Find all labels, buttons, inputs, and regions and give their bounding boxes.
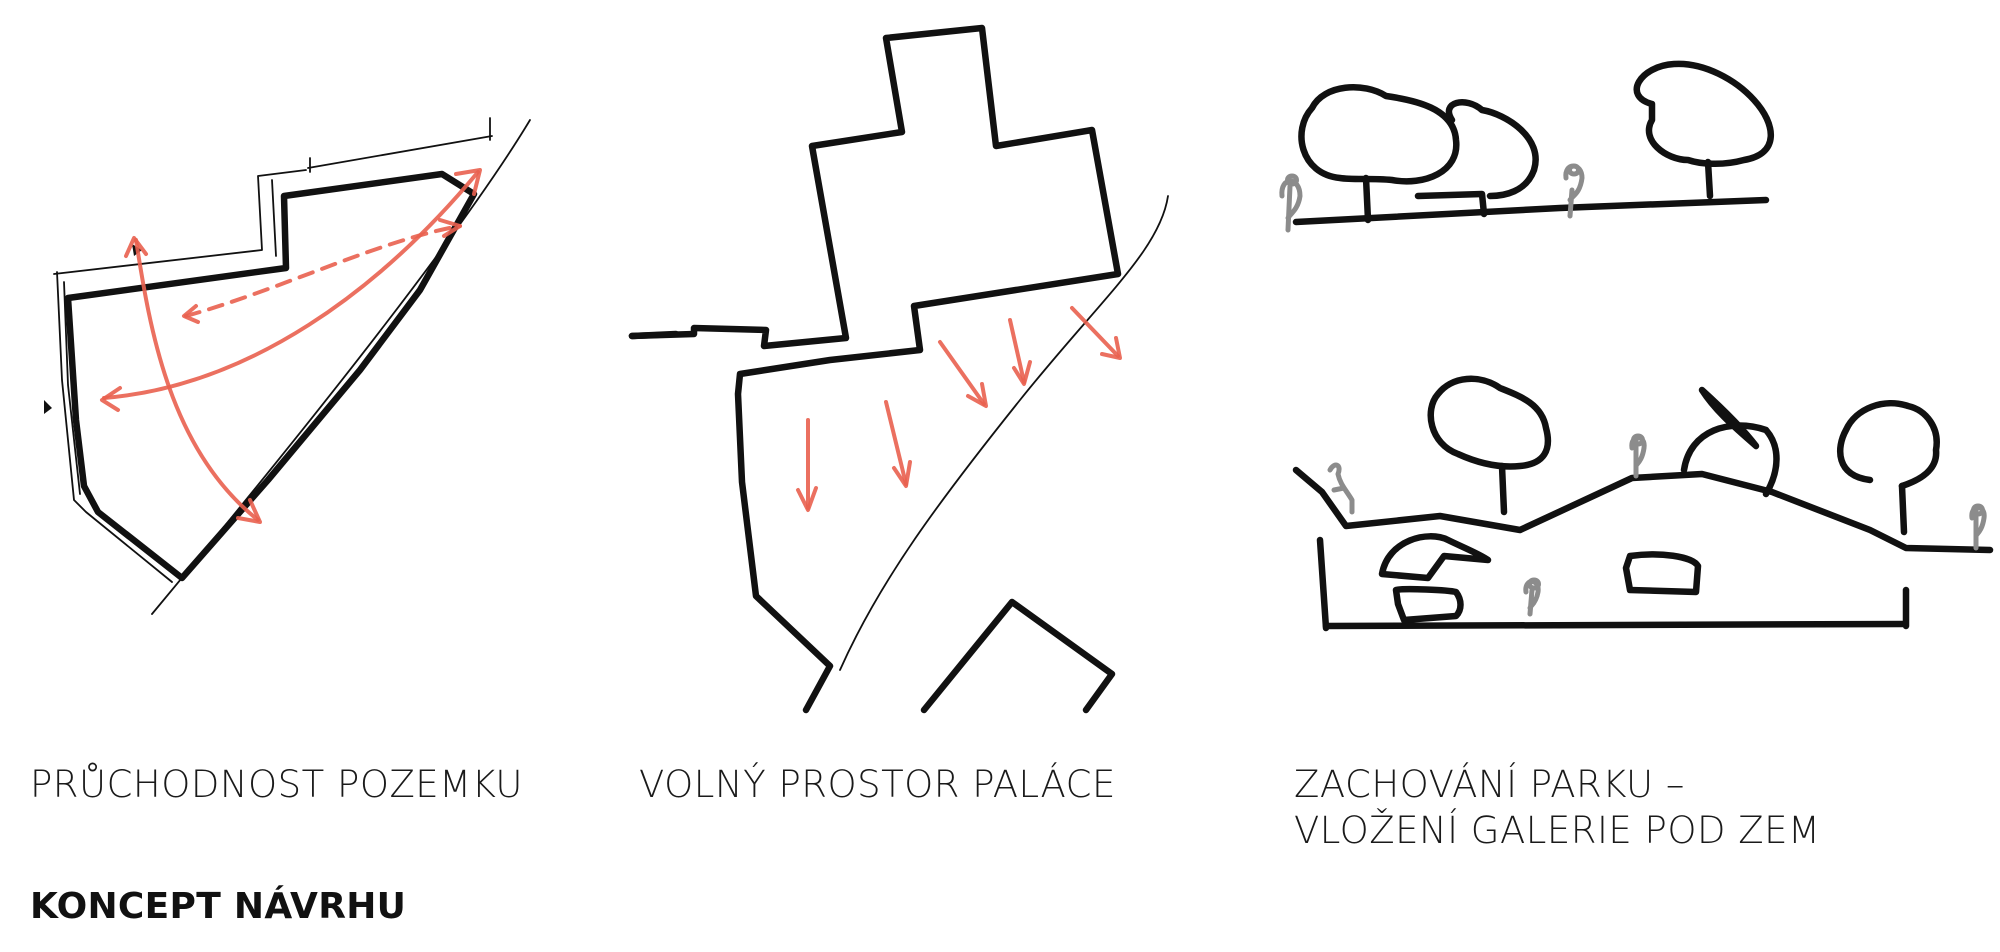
path-diagonal-arrowhead-end [454, 168, 482, 196]
diagram-underground-gallery-section [1292, 375, 1994, 632]
tree-crown-5 [1837, 400, 1940, 490]
path-vertical [134, 238, 260, 522]
entrance-marker [44, 400, 52, 414]
diagram-site-permeability [44, 117, 531, 615]
lower-building-outline [920, 598, 1116, 714]
caption-line-1: ZACHOVÁNÍ PARKU – [1294, 763, 1685, 806]
arrow-space-2-head [892, 460, 912, 488]
tree-branch-2 [1414, 190, 1488, 218]
tree-trunk-1 [1362, 174, 1372, 224]
path-dashed-arrowhead-start [182, 304, 200, 324]
arrow-space-1-head [796, 486, 818, 512]
person-figure-1 [1279, 173, 1303, 233]
caption-line-2: VLOŽENÍ GALERIE POD ZEM [1294, 809, 1821, 853]
gallery-floor [1322, 620, 1908, 630]
arrow-space-5-head [1100, 336, 1122, 360]
tree-trunk-5 [1898, 482, 1908, 536]
caption-site-permeability: PRŮCHODNOST POZEMKU [30, 762, 523, 808]
tree-trunk-3 [1704, 158, 1714, 200]
tree-crown-3 [1633, 60, 1774, 167]
path-vertical-arrowhead-end [236, 498, 262, 524]
gallery-wall-left [1316, 536, 1330, 632]
site-outline [64, 170, 478, 582]
caption-line: PRŮCHODNOST POZEMKU [30, 763, 523, 806]
palace-outline [628, 24, 1122, 714]
arrow-space-3-head [966, 382, 988, 408]
tree-crown-4 [1427, 375, 1552, 470]
palace-ground-left [628, 330, 680, 340]
tree-trunk-4 [1498, 462, 1508, 516]
path-dashed [184, 224, 462, 318]
caption-palace-free-space: VOLNÝ PROSTOR PALÁCE [639, 762, 1116, 808]
gallery-object-small [1392, 585, 1464, 624]
path-vertical-arrowhead-start [124, 236, 148, 258]
arrow-space-4-head [1012, 360, 1032, 386]
caption-park-and-gallery: ZACHOVÁNÍ PARKU – VLOŽENÍ GALERIE POD ZE… [1294, 762, 1820, 855]
person-figure-4 [1629, 433, 1647, 479]
person-figure-3 [1327, 462, 1355, 515]
diagram-park-section [1279, 60, 1774, 233]
boundary-line-top [53, 169, 307, 275]
street-curve [839, 195, 1169, 671]
boundary-line-left-outer [63, 281, 81, 495]
boundary-line-top-right [307, 135, 493, 169]
diagram-palace-free-space [628, 24, 1169, 714]
gallery-canopy-object [1378, 533, 1492, 582]
arrow-space-4 [1008, 318, 1026, 384]
person-figure-2 [1563, 163, 1585, 219]
arrow-space-2 [884, 400, 908, 486]
path-diagonal-arrowhead-start [100, 386, 122, 412]
arrow-space-5 [1070, 306, 1120, 358]
person-figure-5 [1969, 503, 1987, 551]
boundary-tick-3 [271, 179, 277, 257]
arrow-space-3 [938, 340, 986, 406]
tree-crown-2 [1445, 99, 1539, 200]
person-figure-6 [1523, 577, 1541, 617]
gallery-bench-object [1622, 551, 1702, 596]
caption-line: VOLNÝ PROSTOR PALÁCE [639, 763, 1116, 806]
tree-crown-1 [1298, 84, 1460, 185]
boundary-line-left [56, 271, 173, 583]
section-title: KONCEPT NÁVRHU [30, 886, 407, 927]
path-dashed-arrowhead [438, 218, 462, 238]
skylight-blade [1698, 386, 1760, 450]
terrain-line [1292, 466, 1994, 554]
ground-line-park [1292, 196, 1770, 226]
skylight-arch [1680, 422, 1780, 498]
path-diagonal [102, 170, 480, 400]
